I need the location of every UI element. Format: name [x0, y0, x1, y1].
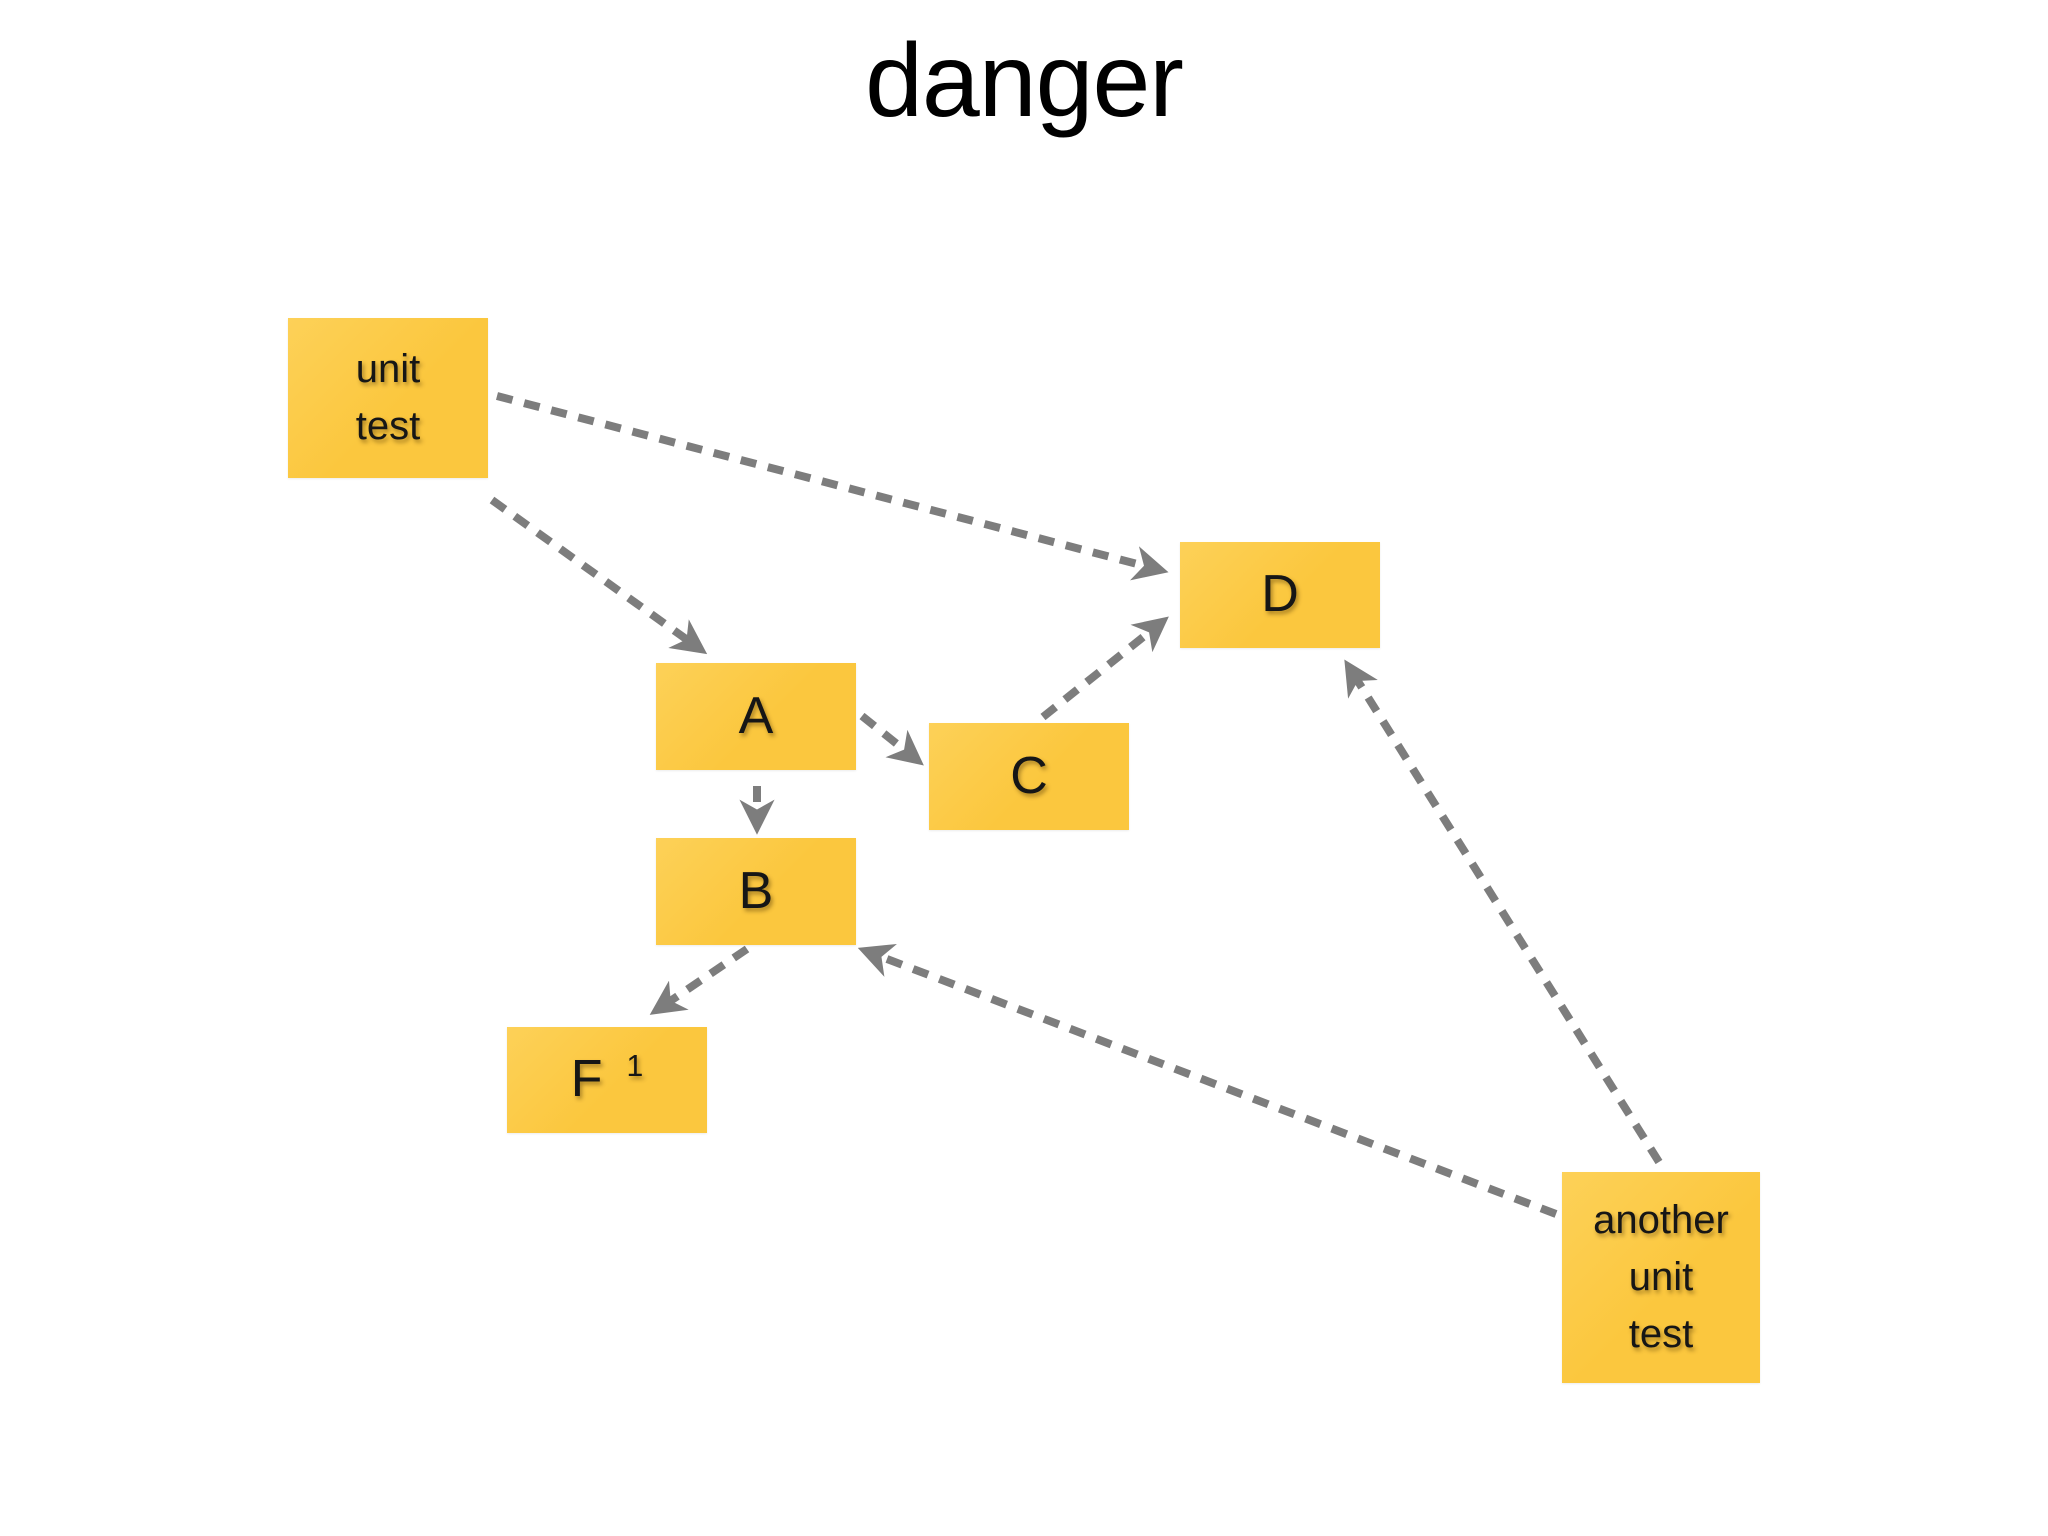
- edge-a-to-c: [859, 712, 924, 766]
- edge-unit-test-to-d: [495, 392, 1169, 581]
- edge-c-to-d: [1040, 616, 1169, 721]
- node-label: unit: [1628, 1255, 1694, 1300]
- node-b: B: [656, 838, 856, 945]
- node-another-unit-test-line: test: [1629, 1306, 1693, 1363]
- node-label: another: [1593, 1198, 1729, 1243]
- edge-b-to-f: [649, 945, 750, 1015]
- node-another-unit-test-line: another: [1593, 1192, 1729, 1249]
- node-c: C: [929, 723, 1129, 830]
- node-a-line: A: [739, 680, 774, 754]
- node-another-unit-test-line: unit: [1629, 1249, 1694, 1306]
- node-label: test: [1628, 1311, 1694, 1356]
- node-label: A: [738, 686, 774, 745]
- node-label: B: [738, 861, 774, 920]
- edge-unit-test-to-a: [489, 496, 708, 655]
- node-unit-test-line: test: [356, 398, 420, 455]
- edge-another-unit-test-to-b: [857, 943, 1558, 1218]
- node-label-superscript: 1: [626, 1050, 644, 1084]
- node-label: test: [355, 404, 421, 448]
- node-label: D: [1261, 565, 1299, 624]
- node-unit-test: unit test: [288, 318, 488, 478]
- node-label: unit: [355, 347, 421, 392]
- node-d-line: D: [1261, 558, 1299, 632]
- edge-another-unit-test-to-d: [1344, 659, 1663, 1165]
- node-c-line: C: [1010, 740, 1048, 814]
- slide-title: danger: [865, 23, 1184, 139]
- node-d: D: [1180, 542, 1380, 648]
- node-label: C: [1010, 746, 1048, 805]
- node-unit-test-line: unit: [356, 341, 421, 398]
- node-another-unit-test: another unit test: [1562, 1172, 1760, 1383]
- node-label: F: [570, 1050, 603, 1109]
- node-b-line: B: [739, 855, 774, 929]
- node-a: A: [656, 663, 856, 770]
